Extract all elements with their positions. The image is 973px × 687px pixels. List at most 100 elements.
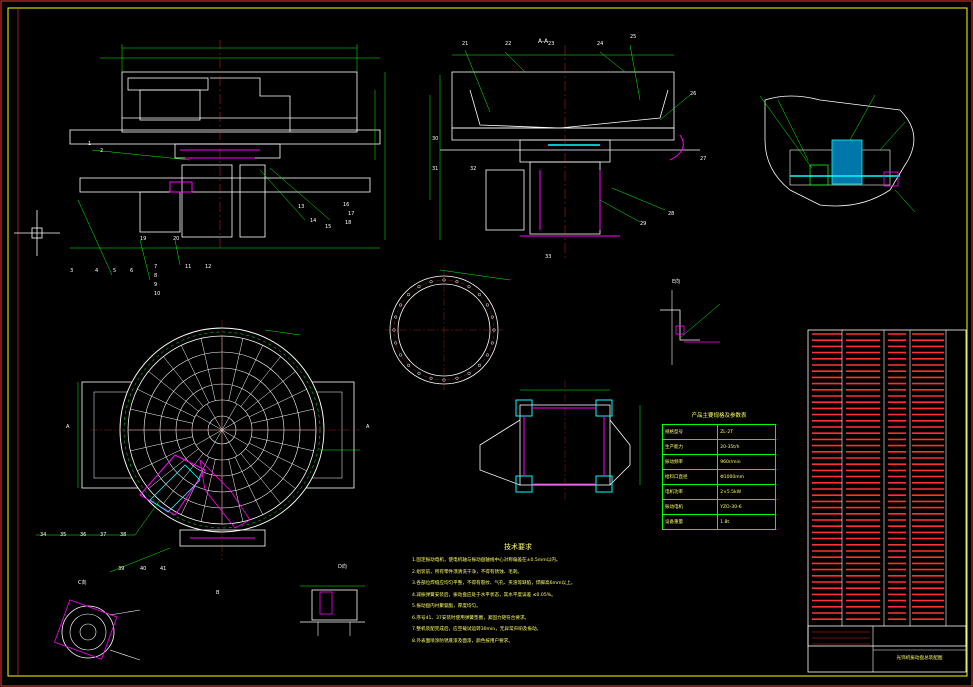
part-balloon: 14 xyxy=(310,218,316,224)
table-cell: Φ1000mm xyxy=(717,469,776,485)
bolt-hole xyxy=(455,280,459,284)
part-balloon: 19 xyxy=(140,236,146,242)
part-balloon: 26 xyxy=(690,91,696,97)
table-cell: ZL-2T xyxy=(717,424,776,440)
rib-line xyxy=(248,442,307,472)
technical-requirements: 技术要求 1.固定振动电机，使电机轴与振动盘轴线中心对称偏差在±0.5mm以内。… xyxy=(412,542,712,647)
part-balloon: 1 xyxy=(88,141,91,147)
crosshair-cursor[interactable] xyxy=(14,210,60,256)
bolt-hole xyxy=(394,315,398,319)
drawing-frame xyxy=(7,7,968,677)
rib-line xyxy=(163,453,204,504)
bolt-hole xyxy=(429,376,433,380)
part-balloon: 40 xyxy=(140,566,146,572)
flange-ring-view xyxy=(385,269,511,390)
table-cell: 给料口直径 xyxy=(661,469,719,485)
detail-enlarged-view xyxy=(759,94,916,213)
rib-line xyxy=(130,436,193,452)
part-balloon: 37 xyxy=(100,532,106,538)
tech-line: 2.组装前，所有零件须清洗干净，不得有锈蚀、毛刺。 xyxy=(412,569,523,575)
bolt-hole xyxy=(417,371,421,375)
table-cell: 960r/min xyxy=(717,454,776,470)
rib-line xyxy=(137,388,196,418)
part-balloon: 15 xyxy=(325,224,331,230)
part-balloon: 16 xyxy=(343,202,349,208)
spec-table-caption: 产品主要规格及参数表 xyxy=(691,413,747,419)
rib-line xyxy=(180,456,210,515)
bolt-hole xyxy=(455,376,459,380)
rib-line xyxy=(228,459,244,522)
part-balloon: 38 xyxy=(120,532,126,538)
bolt-hole xyxy=(407,293,411,297)
rib-line xyxy=(200,459,216,522)
bolt-hole xyxy=(492,328,496,332)
bolt-hole xyxy=(417,285,421,289)
tech-line: 8.外表面喷涂防锈底漆及面漆，颜色按用户要求。 xyxy=(412,638,513,644)
section-a-a-view: A-A xyxy=(429,38,700,260)
view-c-detail: C向 xyxy=(53,579,141,661)
part-balloon: 18 xyxy=(345,220,351,226)
part-balloon: 23 xyxy=(548,41,554,47)
rib-line xyxy=(137,442,196,472)
part-balloon: 30 xyxy=(432,136,438,142)
rib-line xyxy=(180,345,210,404)
part-balloon: 24 xyxy=(597,41,603,47)
rib-line xyxy=(251,436,314,452)
part-balloon: 5 xyxy=(113,268,116,274)
table-cell: 电机功率 xyxy=(661,484,719,500)
bolt-hole xyxy=(394,341,398,345)
table-cell: YZO-30-6 xyxy=(717,499,776,515)
part-balloon: 4 xyxy=(95,268,98,274)
view-e-detail: E向 xyxy=(660,278,721,365)
part-balloon: 32 xyxy=(470,166,476,172)
part-balloon: 35 xyxy=(60,532,66,538)
rib-line xyxy=(248,388,307,418)
title-block-name: 光饰机振动盘总装配图 xyxy=(896,656,943,661)
part-balloon: 8 xyxy=(154,273,157,279)
hub-line xyxy=(195,414,223,431)
view-c-label: C向 xyxy=(78,579,87,586)
part-balloon: 10 xyxy=(154,291,160,297)
part-balloon: 27 xyxy=(700,156,706,162)
front-elevation-view xyxy=(69,40,386,281)
rib-line xyxy=(228,338,244,401)
tech-line: 4.减振弹簧安装后，振动盘应处于水平状态，其水平度误差 ≤0.05%。 xyxy=(412,592,556,598)
table-cell: 2×5.5kW xyxy=(717,484,776,500)
part-balloon: 21 xyxy=(462,41,468,47)
hub-line xyxy=(221,403,238,431)
part-balloon: 39 xyxy=(118,566,124,572)
bolt-hole xyxy=(485,353,489,357)
part-balloon: 29 xyxy=(640,221,646,227)
part-balloon: 7 xyxy=(154,264,157,270)
part-balloon: 22 xyxy=(505,41,511,47)
rib-line xyxy=(245,371,296,412)
bolt-hole xyxy=(467,371,471,375)
table-cell: 规格型号 xyxy=(661,424,719,440)
tech-line: 3.各部位焊缝应均匀平整，不得有裂纹、气孔、夹渣等缺陷，焊脚高6mm以上。 xyxy=(412,581,576,586)
rib-line xyxy=(148,371,199,412)
part-balloon: 17 xyxy=(348,211,354,217)
bolt-hole xyxy=(477,293,481,297)
bolt-hole xyxy=(485,303,489,307)
part-balloon: 3 xyxy=(70,268,73,274)
bolt-hole xyxy=(467,285,471,289)
svg-text:A: A xyxy=(366,424,370,430)
part-balloon: 20 xyxy=(173,236,179,242)
plan-view: A A B xyxy=(36,320,370,596)
base-frame-view xyxy=(479,380,641,500)
table-cell: 生产能力 xyxy=(661,439,719,455)
rib-line xyxy=(240,453,281,504)
bolt-hole xyxy=(399,353,403,357)
hub-line xyxy=(221,429,238,457)
bolt-hole xyxy=(490,341,494,345)
table-cell: 20-35t/h xyxy=(717,439,776,455)
bolt-hole xyxy=(429,280,433,284)
part-balloon: 34 xyxy=(40,532,46,538)
bolt-hole xyxy=(399,303,403,307)
part-balloon: 33 xyxy=(545,254,551,260)
